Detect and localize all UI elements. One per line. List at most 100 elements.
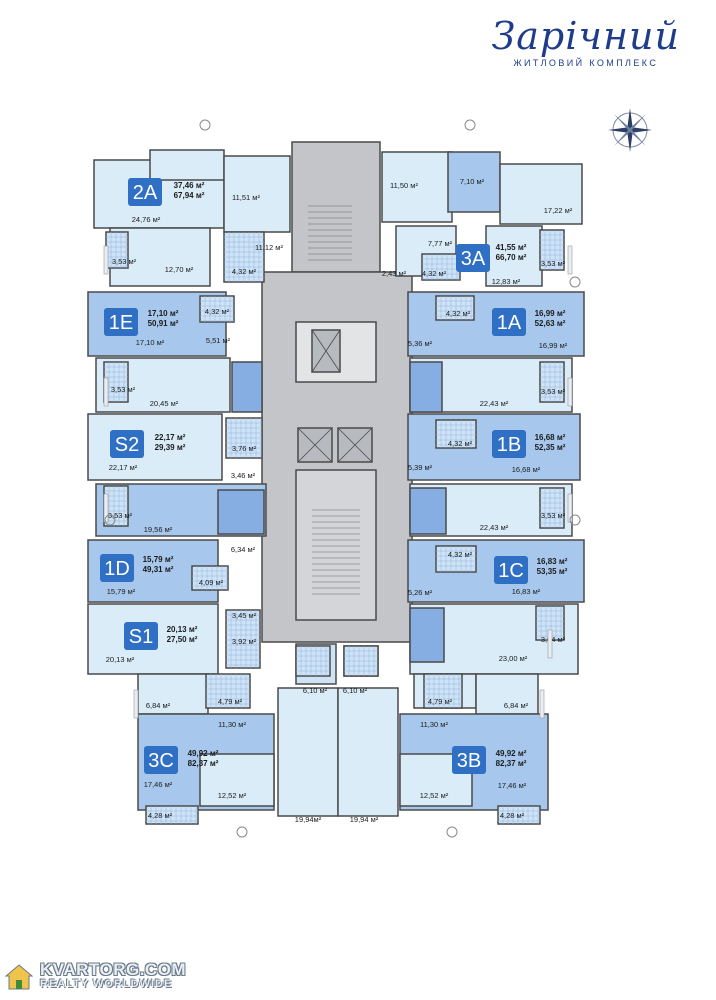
room-area-label: 22,43 м²: [480, 399, 509, 408]
room-area-label: 12,83 м²: [492, 277, 521, 286]
room-area-label: 4,28 м²: [500, 811, 525, 820]
bathroom: [423, 673, 463, 709]
bathroom: [421, 253, 461, 281]
living-area: 16,68 м²: [535, 433, 566, 442]
compass-rose-icon: [608, 108, 652, 152]
total-area: 66,70 м²: [496, 253, 527, 262]
balcony-rail: [567, 245, 573, 275]
apartment-badge: [492, 430, 526, 458]
brand-logo: Зарічний ЖИТЛОВИЙ КОМПЛЕКС: [492, 10, 680, 68]
balcony-rail: [547, 629, 553, 659]
elevator-cross: [297, 427, 333, 463]
room-area-label: 16,99 м²: [539, 341, 568, 350]
room-area-label: 19,94 м²: [350, 815, 379, 824]
room-area-label: 12,52 м²: [218, 791, 247, 800]
room-area-label: 11,30 м²: [218, 720, 246, 729]
room-area-label: 12,52 м²: [420, 791, 449, 800]
room-area-label: 3,53 м²: [541, 387, 566, 396]
room-area-label: 22,17 м²: [109, 463, 138, 472]
room-area-label: 5,51 м²: [206, 336, 231, 345]
room-area-label: 20,45 м²: [150, 399, 179, 408]
total-area: 29,39 м²: [155, 443, 186, 452]
room: [199, 753, 275, 807]
apartment-code: 2A: [133, 182, 158, 204]
room-area-label: 4,32 м²: [205, 307, 230, 316]
ac-unit-icon: [104, 514, 116, 526]
room-area-label: 3,92 м²: [232, 637, 257, 646]
ac-unit-icon: [569, 514, 581, 526]
room-area-label: 20,13 м²: [106, 655, 135, 664]
apartment-badge: [100, 554, 134, 582]
living-area: 16,99 м²: [535, 309, 566, 318]
brand-name: Зарічний: [491, 14, 680, 58]
room: [277, 687, 339, 817]
room-area-label: 6,10 м²: [343, 686, 368, 695]
room-area-label: 5,36 м²: [408, 339, 433, 348]
apartment-code: S1: [129, 626, 153, 648]
apartment-code: 1C: [498, 560, 524, 582]
room-area-label: 17,10 м²: [136, 338, 165, 347]
balcony-rail: [567, 377, 573, 407]
closet: [231, 361, 263, 413]
room-area-label: 4,79 м²: [218, 697, 243, 706]
room: [137, 673, 209, 715]
total-area: 50,91 м²: [148, 319, 179, 328]
total-area: 53,35 м²: [537, 567, 568, 576]
room-area-label: 19,56 м²: [144, 525, 173, 534]
room-area-label: 7,77 м²: [428, 239, 453, 248]
room-area-label: 22,43 м²: [480, 523, 509, 532]
living-area: 49,92 м²: [496, 749, 527, 758]
balcony-rail: [539, 689, 545, 719]
elevator-cross: [311, 329, 341, 373]
room-area-label: 17,46 м²: [144, 780, 173, 789]
room-area-label: 19,94м²: [295, 815, 322, 824]
room: [447, 151, 501, 213]
bathroom: [199, 295, 235, 323]
apartment-badge: [456, 244, 490, 272]
apartment-code: 1A: [497, 312, 522, 334]
room-area-label: 3,53 м²: [111, 385, 136, 394]
total-area: 49,31 м²: [143, 565, 174, 574]
room-area-label: 5,26 м²: [408, 588, 433, 597]
room-area-label: 6,84 м²: [504, 701, 529, 710]
ac-unit-icon: [446, 826, 458, 838]
house-icon: [4, 964, 34, 990]
room: [499, 163, 583, 225]
balcony-rail: [103, 377, 109, 407]
room-area-label: 17,22 м²: [544, 206, 573, 215]
room-area-label: 5,39 м²: [408, 463, 433, 472]
room-area-label: 4,32 м²: [448, 439, 473, 448]
apartment-badge: [104, 308, 138, 336]
living-area: 20,13 м²: [167, 625, 198, 634]
watermark-tagline: REALTY WORLDWIDE: [40, 978, 173, 990]
closet: [409, 361, 443, 413]
room-area-label: 3,45 м²: [232, 611, 257, 620]
ac-unit-icon: [236, 826, 248, 838]
balcony-rail: [103, 493, 109, 523]
room-area-label: 3,46 м²: [231, 471, 256, 480]
apartment-code: 1B: [497, 434, 521, 456]
living-area: 49,92 м²: [188, 749, 219, 758]
total-area: 82,37 м²: [188, 759, 219, 768]
apartment-code: 3A: [461, 248, 486, 270]
living-area: 17,10 м²: [148, 309, 179, 318]
watermark-title: KVARTORG.COM: [40, 960, 187, 979]
balcony-rail: [133, 689, 139, 719]
room-area-label: 6,10 м²: [303, 686, 328, 695]
room-area-label: 4,32 м²: [448, 550, 473, 559]
ac-unit-icon: [464, 119, 476, 131]
bathroom: [145, 805, 199, 825]
room-area-label: 4,32 м²: [232, 267, 257, 276]
apartment-badge: [494, 556, 528, 584]
bathroom: [497, 805, 541, 825]
room-area-label: 4,32 м²: [422, 269, 447, 278]
stair-core-top: [291, 141, 381, 273]
apartment-code: S2: [115, 434, 139, 456]
balcony-rail: [103, 245, 109, 275]
total-area: 52,35 м²: [535, 443, 566, 452]
apartment-badge: [110, 430, 144, 458]
total-area: 52,63 м²: [535, 319, 566, 328]
room-area-label: 4,79 м²: [428, 697, 453, 706]
room-area-label: 12,70 м²: [165, 265, 194, 274]
